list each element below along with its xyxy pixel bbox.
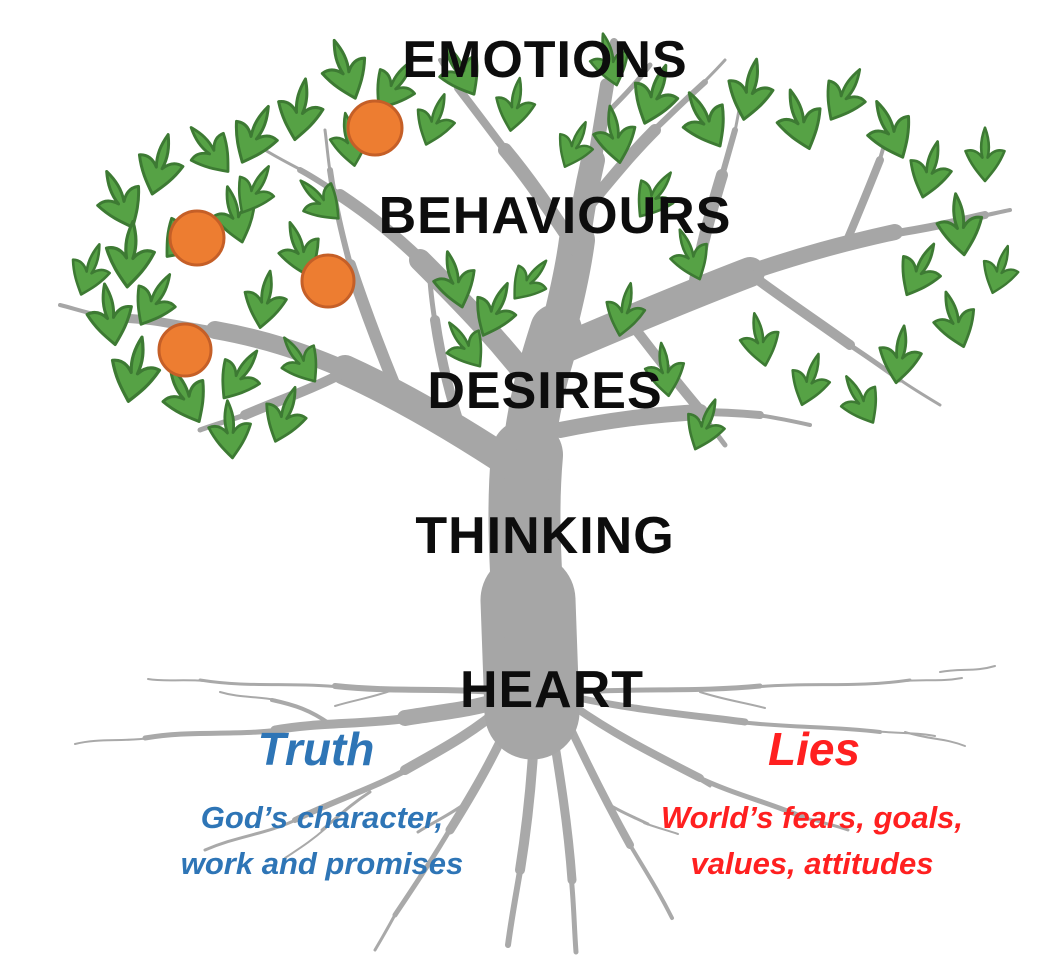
- leaf-icon: [406, 86, 464, 153]
- leaf-icon: [238, 266, 293, 333]
- leaf-icon: [901, 134, 960, 204]
- leaf-icon: [767, 81, 833, 157]
- label-emotions: EMOTIONS: [402, 31, 688, 89]
- lies-caption: World’s fears, goals, values, attitudes: [661, 795, 963, 887]
- leaf-icon: [101, 217, 159, 291]
- trunk-and-branches: [58, 38, 1012, 760]
- leaf-icon: [173, 112, 246, 187]
- fruit-icon: [300, 253, 356, 309]
- leaf-icon: [733, 307, 786, 371]
- leaf-icon: [854, 90, 925, 169]
- truth-title: Truth: [257, 723, 375, 775]
- label-behaviours: BEHAVIOURS: [378, 187, 732, 245]
- leaf-icon: [964, 126, 1006, 183]
- leaf-icon: [924, 284, 986, 355]
- leaf-icon: [271, 73, 330, 145]
- truth-caption-line1: God’s character,: [200, 800, 444, 835]
- leaf-icon: [931, 189, 988, 260]
- fruit-icon: [157, 322, 213, 378]
- label-desires: DESIRES: [427, 362, 663, 420]
- label-thinking: THINKING: [415, 507, 675, 565]
- leaf-icon: [873, 321, 927, 388]
- leaf-icon: [886, 232, 954, 306]
- lies-caption-line2: values, attitudes: [690, 846, 934, 881]
- fruits: [157, 99, 404, 378]
- fruit-icon: [346, 99, 404, 157]
- fruit-icon: [168, 209, 226, 267]
- truth-caption-line2: work and promises: [180, 846, 464, 881]
- leaf-icon: [828, 365, 892, 434]
- leaf-icon: [205, 397, 255, 462]
- lies-title: Lies: [767, 723, 861, 775]
- leaf-icon: [811, 57, 880, 132]
- leaf-icon: [782, 346, 839, 413]
- truth-caption: God’s character, work and promises: [181, 795, 464, 887]
- leaf-icon: [311, 31, 378, 108]
- lies-caption-line1: World’s fears, goals,: [660, 800, 964, 835]
- label-heart: HEART: [459, 661, 645, 719]
- leaf-icon: [974, 239, 1027, 300]
- leaf-icon: [720, 53, 781, 126]
